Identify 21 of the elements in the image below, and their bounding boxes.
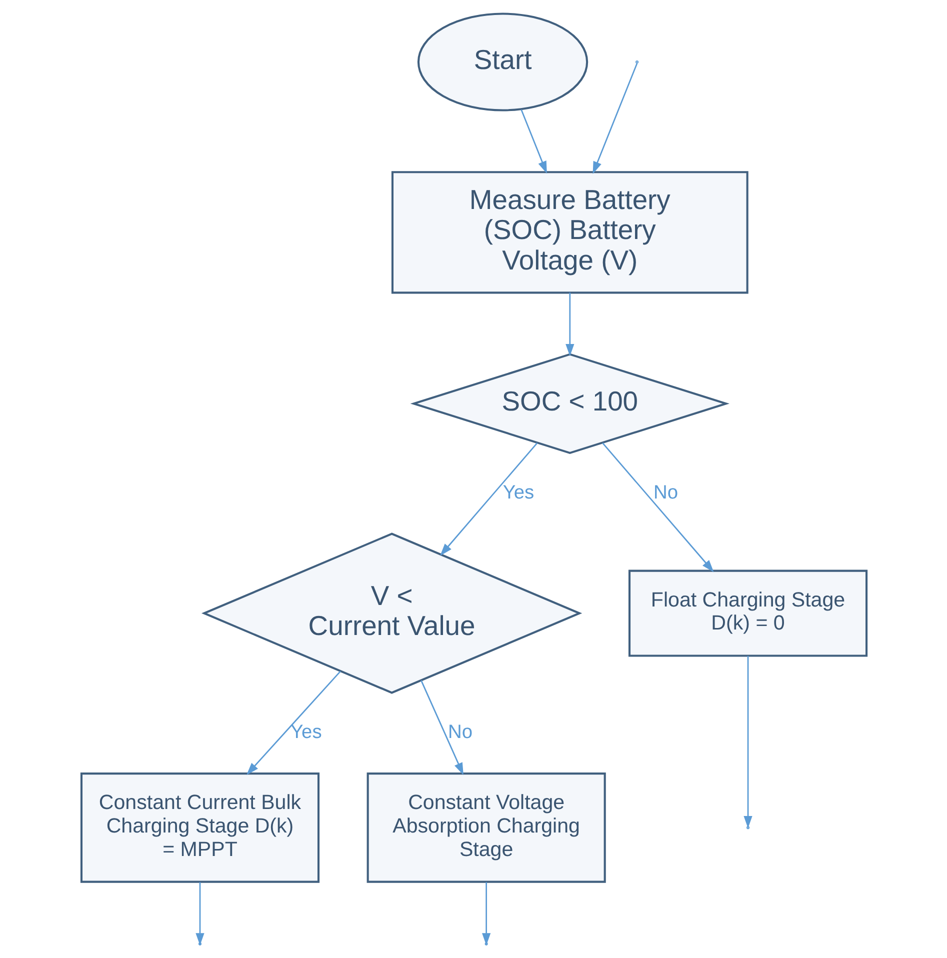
arrow	[420, 680, 463, 776]
arrow	[565, 292, 574, 356]
node-diamond: SOC < 100	[410, 353, 729, 454]
arrow	[743, 656, 752, 828]
node-box: Measure Battery (SOC) Battery Voltage (V)	[390, 171, 748, 294]
arrow	[520, 109, 546, 174]
arrow	[195, 882, 204, 946]
arrow	[592, 63, 638, 174]
node-ellipse: Start	[416, 12, 588, 112]
edge-label: Yes	[290, 722, 322, 744]
arrow	[482, 882, 490, 946]
node-box: Constant Voltage Absorption Charging Stage	[366, 772, 606, 883]
node-box: Float Charging Stage D(k) = 0	[628, 570, 868, 657]
arrow	[602, 442, 714, 572]
edge-label: No	[653, 482, 678, 504]
arrow	[440, 442, 538, 556]
node-box: Constant Current Bulk Charging Stage D(k) = MPPT	[80, 772, 320, 883]
edge-label: Yes	[502, 482, 534, 504]
edge-label: No	[448, 722, 472, 744]
arrow	[246, 670, 340, 775]
node-diamond: V < Current Value	[200, 532, 582, 694]
